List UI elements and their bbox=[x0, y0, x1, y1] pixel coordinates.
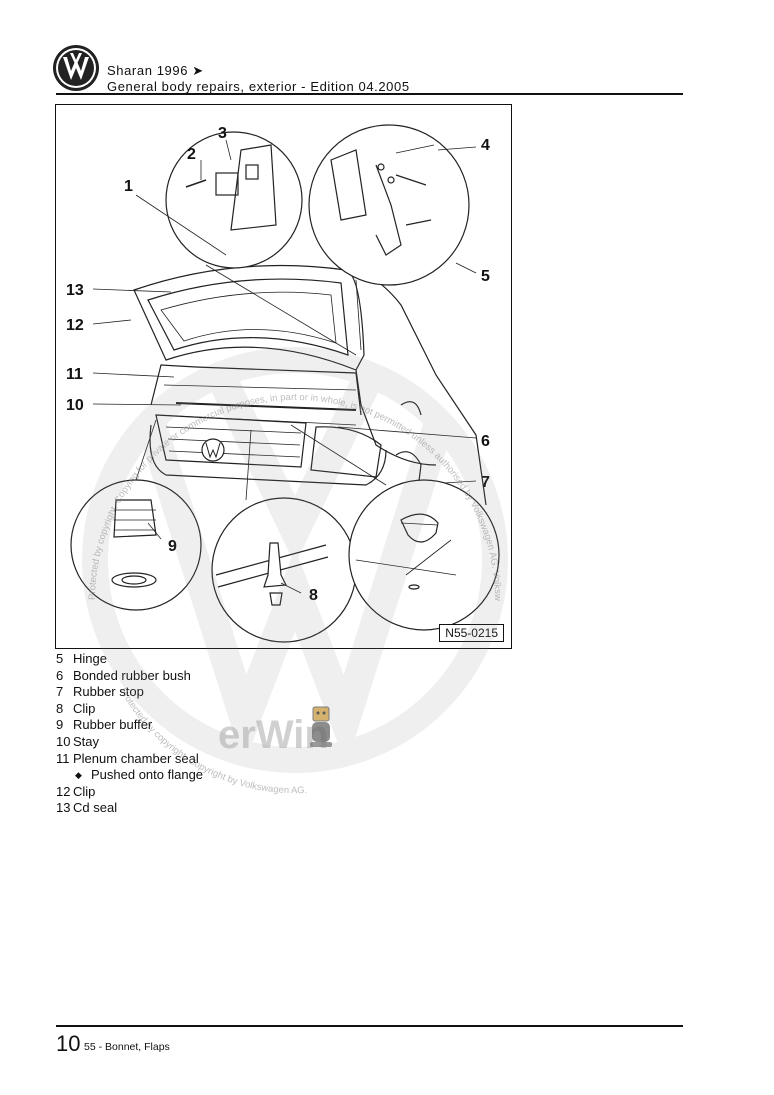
section-label: 55 - Bonnet, Flaps bbox=[84, 1041, 170, 1053]
exploded-diagram: 1 2 3 4 5 6 7 8 9 10 11 12 13 N55-0215 bbox=[55, 104, 512, 649]
page-title: Sharan 1996 ➤ bbox=[107, 63, 204, 78]
callout-1: 1 bbox=[124, 178, 133, 195]
vw-logo-icon bbox=[53, 45, 99, 91]
callout-10: 10 bbox=[66, 397, 84, 414]
callout-4: 4 bbox=[481, 137, 490, 154]
header-divider bbox=[56, 93, 683, 95]
figure-id: N55-0215 bbox=[439, 624, 504, 642]
footer-divider bbox=[56, 1025, 683, 1027]
page-subtitle: General body repairs, exterior - Edition… bbox=[107, 79, 410, 94]
callout-13: 13 bbox=[66, 282, 84, 299]
callout-7: 7 bbox=[481, 474, 490, 491]
page-number: 10 bbox=[56, 1031, 81, 1056]
bonnet-diagram-drawing: 1 2 3 4 5 6 7 8 9 10 11 12 13 bbox=[66, 124, 500, 643]
callout-8: 8 bbox=[309, 587, 318, 604]
page-header: Sharan 1996 ➤ General body repairs, exte… bbox=[50, 44, 684, 94]
diamond-bullet-icon: ◆ bbox=[75, 770, 82, 781]
callout-5: 5 bbox=[481, 268, 490, 285]
callout-2: 2 bbox=[187, 146, 196, 163]
callout-12: 12 bbox=[66, 317, 84, 334]
callout-11: 11 bbox=[66, 366, 83, 383]
callout-3: 3 bbox=[218, 125, 227, 142]
legend-subitem: ◆Pushed onto flange bbox=[75, 767, 204, 783]
callout-6: 6 bbox=[481, 433, 490, 450]
callout-9: 9 bbox=[168, 538, 177, 555]
